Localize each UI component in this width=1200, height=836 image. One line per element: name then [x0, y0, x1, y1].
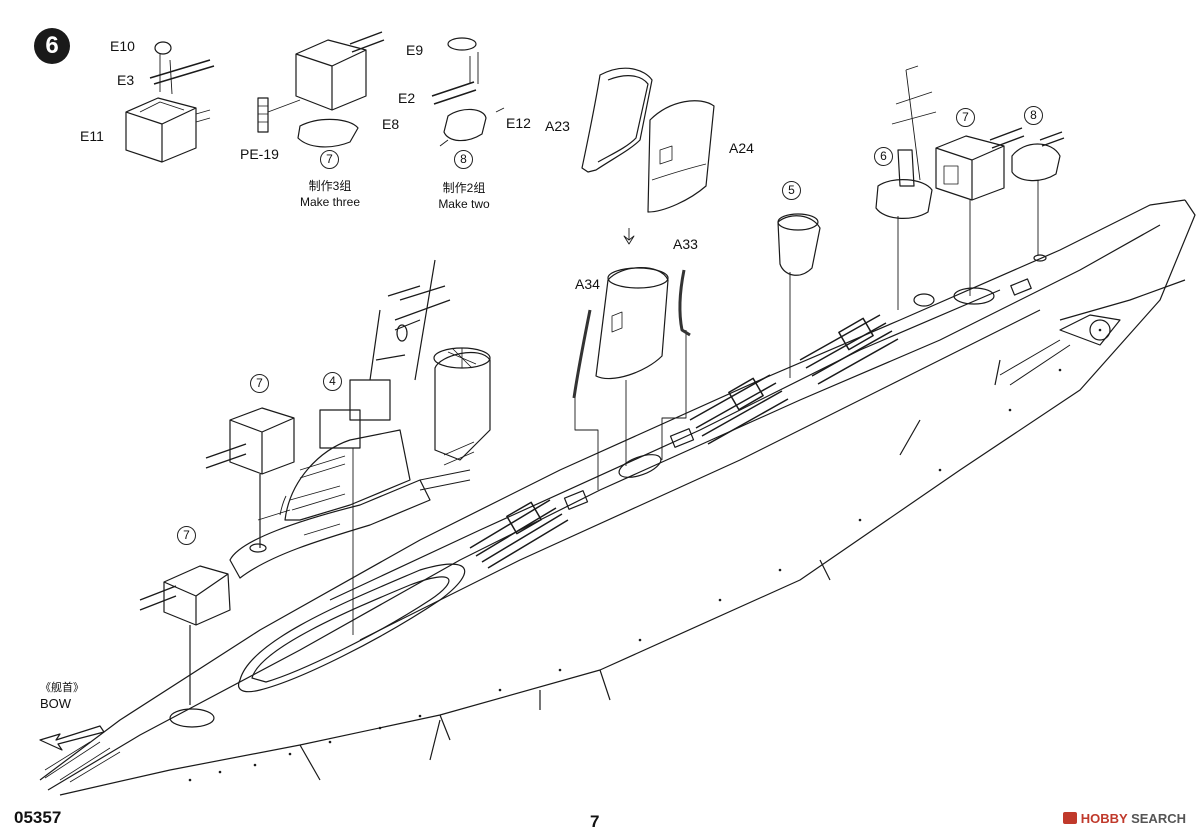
part-6 [875, 65, 937, 219]
bow-arrow-shape [39, 725, 105, 751]
part-label-a34: A34 [575, 276, 600, 292]
callout-7-forward: 7 [177, 526, 196, 545]
bow-label-cn: 《舰首》 [40, 682, 84, 694]
callout-7-top: 7 [320, 150, 339, 169]
watermark-logo-icon [1062, 812, 1077, 824]
mount-detail [431, 37, 505, 147]
make-two-en: Make two [438, 197, 490, 211]
director-assembly [125, 41, 215, 163]
part-label-e8: E8 [382, 116, 400, 132]
hull [39, 199, 1196, 796]
turret-forward [139, 565, 231, 705]
part-7-aft [935, 127, 1025, 201]
part-label-a23: A23 [545, 118, 570, 134]
callout-8-top: 8 [454, 150, 473, 169]
make-two-cn: 制作2组 [442, 181, 486, 195]
part-label-e12: E12 [506, 115, 531, 131]
deck-features [169, 254, 1047, 728]
make-three-note: 制作3组 Make three [298, 178, 362, 210]
callout-8-aft: 8 [1024, 106, 1043, 125]
part-label-e2: E2 [398, 90, 416, 106]
callout-5: 5 [782, 181, 801, 200]
watermark-suffix: SEARCH [1131, 811, 1186, 826]
watermark-prefix: HOBBY [1080, 811, 1128, 826]
callout-7-aft: 7 [956, 108, 975, 127]
part-label-e10: E10 [110, 38, 135, 54]
funnel-halves [581, 67, 715, 213]
part-label-a24: A24 [729, 140, 754, 156]
turret-b [205, 407, 295, 548]
part-label-e3: E3 [117, 72, 135, 88]
callout-4: 4 [323, 372, 342, 391]
part-label-e11: E11 [80, 128, 104, 144]
step-number-badge: 6 [34, 28, 70, 64]
part-8-aft [1011, 131, 1065, 182]
kit-number: 05357 [14, 808, 62, 827]
callout-7-b: 7 [250, 374, 269, 393]
bow-label: 《舰首》 BOW [40, 680, 96, 712]
watermark: HOBBY SEARCH [1062, 811, 1186, 826]
page-number: 7 [590, 812, 600, 831]
make-three-en: Make three [299, 195, 361, 209]
funnel-part [595, 267, 669, 380]
part-label-a33: A33 [673, 236, 698, 252]
turret-detail [257, 31, 385, 148]
make-two-note: 制作2组 Make two [432, 180, 496, 212]
make-three-cn: 制作3组 [308, 179, 352, 193]
bridge-structure [229, 259, 491, 579]
part-5 [777, 213, 821, 276]
part-label-pe19: PE-19 [240, 146, 279, 162]
callout-6: 6 [874, 147, 893, 166]
part-label-e9: E9 [406, 42, 424, 58]
bow-label-en: BOW [40, 696, 72, 711]
